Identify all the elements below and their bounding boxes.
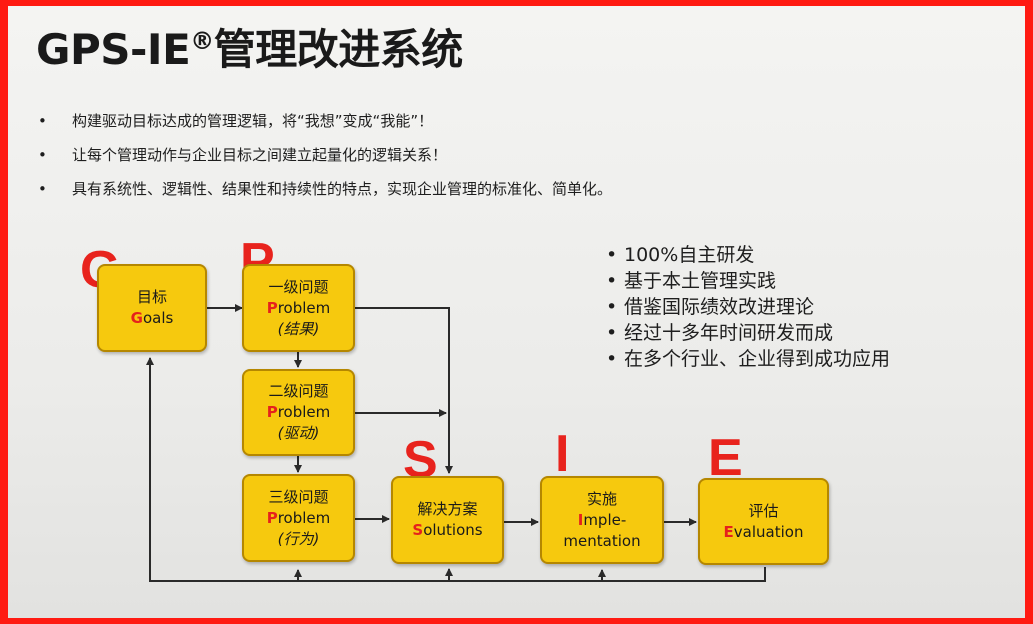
bullet-item: • 让每个管理动作与企业目标之间建立起量化的逻辑关系！	[38, 138, 612, 172]
p3-en-rest: roblem	[277, 508, 331, 527]
title-cn: 管理改进系统	[213, 25, 464, 74]
eval-cn: 评估	[748, 501, 779, 520]
solutions-box: 解决方案 Solutions	[391, 476, 504, 564]
goals-en-initial: G	[130, 309, 143, 327]
bullet-dot: •	[38, 146, 47, 164]
p2-en-initial: P	[266, 403, 278, 421]
letter-i: I	[555, 425, 570, 483]
feedback-loop-line	[146, 357, 766, 582]
impl-en-rest: mple-	[583, 510, 627, 529]
p2-en-rest: roblem	[277, 403, 331, 421]
feature-item: • 借鉴国际绩效改进理论	[606, 294, 890, 320]
impl-en-line2: mentation	[563, 531, 641, 550]
solutions-en-initial: S	[412, 521, 424, 539]
p2-cn: 二级问题	[268, 382, 329, 400]
feature-item: • 基于本土管理实践	[606, 268, 890, 294]
slide: GPS-IE®管理改进系统 • 构建驱动目标达成的管理逻辑，将“我想”变成“我能”…	[8, 6, 1025, 618]
bullet-dot: •	[606, 348, 618, 370]
letter-e: E	[708, 429, 743, 487]
title-main: GPS-IE	[36, 25, 191, 74]
p2-sub: (驱动)	[277, 424, 320, 442]
goals-en: Goals	[131, 308, 174, 329]
registered-mark: ®	[190, 27, 214, 55]
arrow-p1-to-solutions	[355, 307, 453, 474]
feature-text: 借鉴国际绩效改进理论	[624, 296, 815, 318]
bullet-item: • 具有系统性、逻辑性、结果性和持续性的特点，实现企业管理的标准化、简单化。	[38, 172, 612, 206]
p1-en: Problem	[267, 298, 331, 319]
problem-level1-box: 一级问题 Problem (结果)	[242, 264, 355, 352]
feature-item: • 100%自主研发	[606, 242, 890, 268]
p2-en: Problem	[267, 402, 331, 423]
feature-text: 在多个行业、企业得到成功应用	[624, 348, 891, 370]
feature-item: • 经过十多年时间研发而成	[606, 320, 890, 346]
p1-cn: 一级问题	[268, 277, 329, 296]
feature-text: 经过十多年时间研发而成	[624, 322, 834, 344]
goals-en-rest: oals	[142, 309, 174, 327]
bullet-dot: •	[606, 244, 618, 266]
solutions-en-rest: olutions	[423, 521, 483, 539]
p3-en-initial: P	[266, 508, 278, 527]
goals-box: 目标 Goals	[97, 264, 207, 352]
solutions-cn: 解决方案	[417, 500, 478, 518]
bullet-text: 让每个管理动作与企业目标之间建立起量化的逻辑关系！	[72, 146, 448, 164]
bullet-text: 构建驱动目标达成的管理逻辑，将“我想”变成“我能”！	[72, 112, 434, 130]
bullet-list: • 构建驱动目标达成的管理逻辑，将“我想”变成“我能”！ • 让每个管理动作与企业目…	[38, 104, 612, 206]
feature-list: • 100%自主研发 • 基于本土管理实践 • 借鉴国际绩效改进理论 • 经过十多年时间…	[606, 242, 890, 372]
eval-en: Evaluation	[724, 522, 804, 543]
bullet-dot: •	[606, 270, 618, 292]
impl-en-initial: I	[577, 510, 584, 529]
page-title: GPS-IE®管理改进系统	[36, 20, 463, 80]
bullet-dot: •	[606, 322, 618, 344]
feature-text: 100%自主研发	[624, 244, 755, 266]
flow-arrows	[146, 304, 766, 582]
bullet-dot: •	[38, 180, 47, 198]
bullet-dot: •	[606, 296, 618, 318]
bullet-text: 具有系统性、逻辑性、结果性和持续性的特点，实现企业管理的标准化、简单化。	[72, 180, 613, 198]
p3-cn: 三级问题	[268, 487, 329, 506]
p1-en-initial: P	[266, 298, 278, 317]
goals-cn: 目标	[136, 288, 167, 306]
impl-en: Imple-	[578, 510, 627, 531]
eval-en-rest: valuation	[733, 522, 804, 541]
solutions-en: Solutions	[412, 520, 482, 541]
p1-en-rest: roblem	[277, 298, 331, 317]
p3-en: Problem	[267, 508, 331, 529]
evaluation-box: 评估 Evaluation	[698, 478, 829, 565]
eval-en-initial: E	[723, 522, 734, 541]
p1-sub: (结果)	[277, 319, 320, 338]
implementation-box: 实施 Imple- mentation	[540, 476, 664, 564]
problem-level3-box: 三级问题 Problem (行为)	[242, 474, 355, 562]
problem-level2-box: 二级问题 Problem (驱动)	[242, 369, 355, 456]
p3-sub: (行为)	[277, 529, 320, 548]
bullet-item: • 构建驱动目标达成的管理逻辑，将“我想”变成“我能”！	[38, 104, 612, 138]
impl-cn: 实施	[586, 489, 617, 508]
feature-item: • 在多个行业、企业得到成功应用	[606, 346, 890, 372]
feature-text: 基于本土管理实践	[624, 270, 777, 292]
bullet-dot: •	[38, 112, 47, 130]
